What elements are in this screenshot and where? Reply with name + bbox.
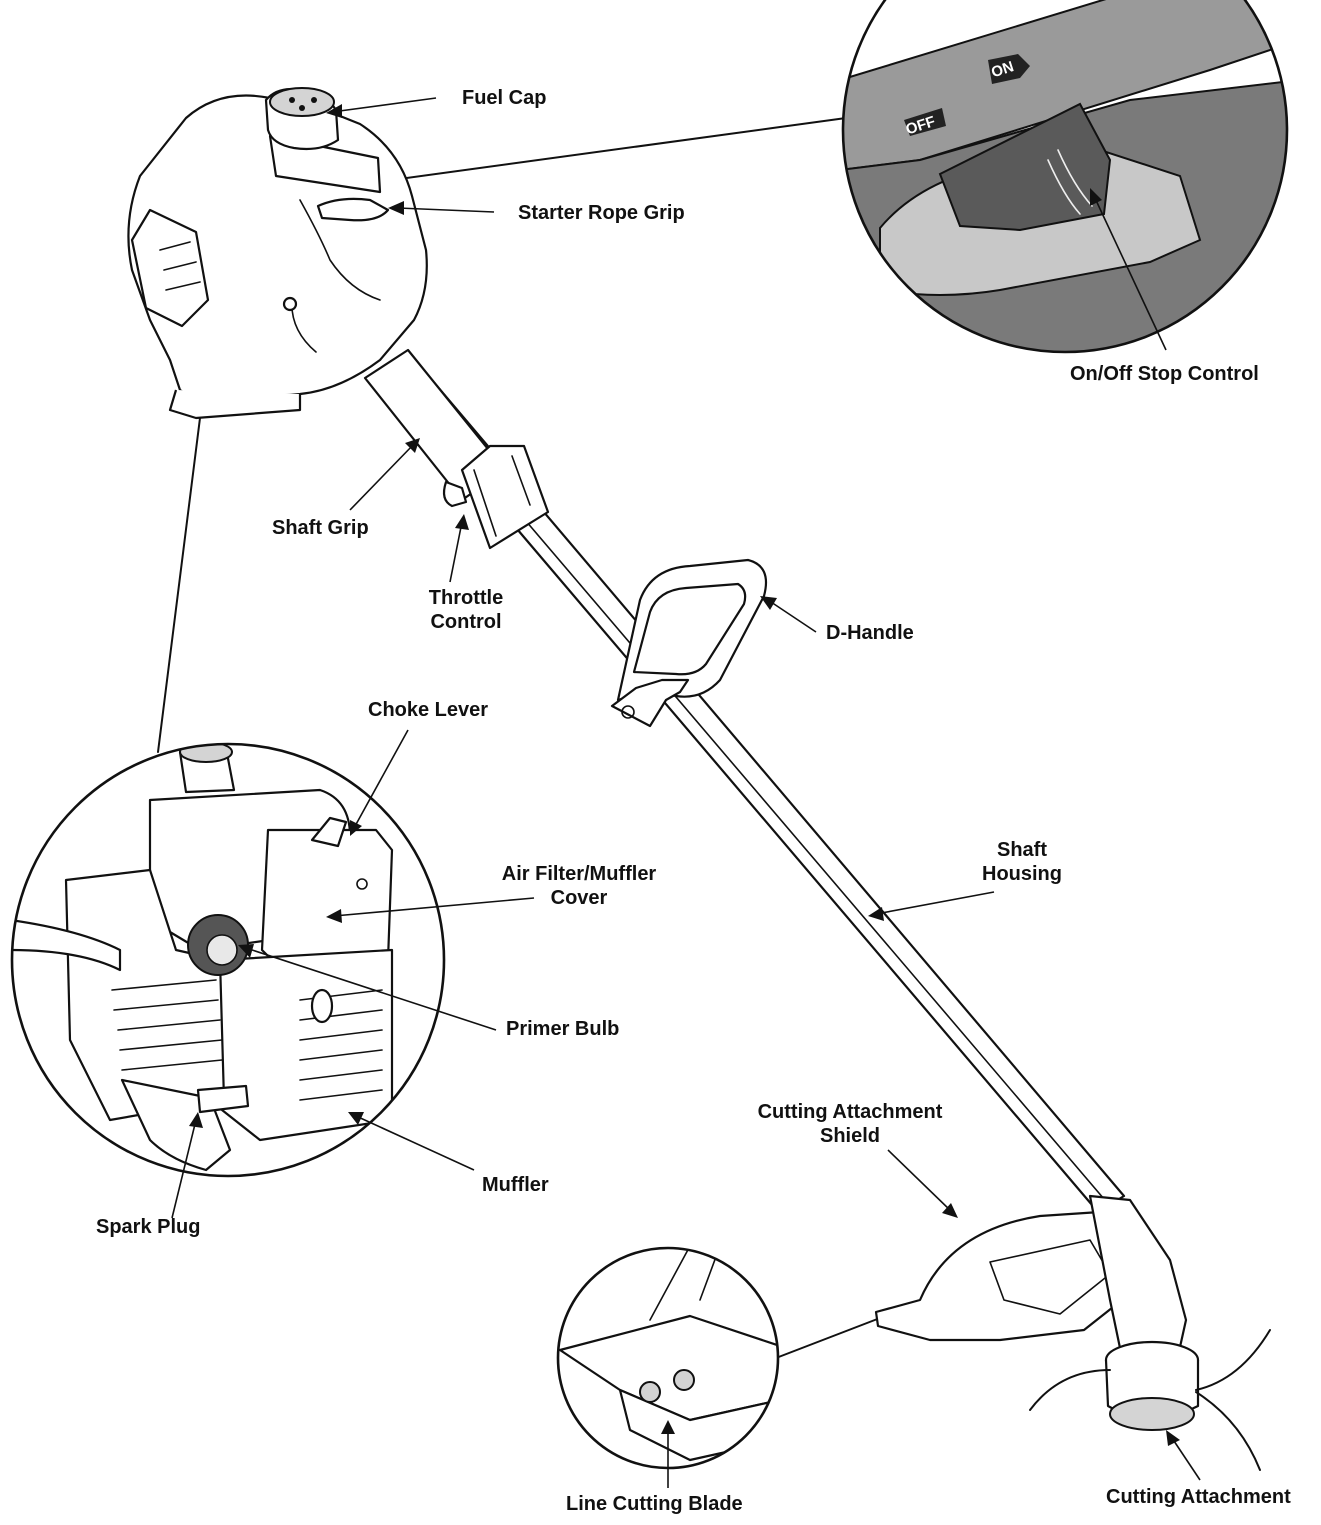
d-handle: [610, 558, 768, 728]
label-primer-bulb: Primer Bulb: [506, 1018, 620, 1040]
label-cutting-attachment: Cutting Attachment: [1106, 1486, 1291, 1508]
on-marking: ON: [989, 58, 1016, 81]
label-shield-line1: Cutting Attachment: [757, 1101, 943, 1123]
label-air-filter-line1: Air Filter/Muffler: [501, 863, 657, 885]
label-cutting-attachment-shield: Cutting Attachment Shield: [740, 1100, 960, 1148]
label-shield-line2: Shield: [819, 1125, 880, 1147]
cutting-head: [874, 1194, 1271, 1471]
label-air-filter-line2: Cover: [550, 887, 608, 909]
blade-detail-circle: [556, 1246, 780, 1470]
label-shaft-housing-line2: Housing: [982, 863, 1062, 885]
label-throttle-control-line2: Control: [430, 611, 502, 633]
label-fuel-cap: Fuel Cap: [462, 87, 547, 109]
label-on-off-stop-control: On/Off Stop Control: [1070, 363, 1259, 385]
label-shaft-housing-line1: Shaft: [997, 839, 1047, 861]
label-d-handle: D-Handle: [826, 622, 914, 644]
on-off-detail-circle: OFF ON: [841, 0, 1289, 354]
label-muffler: Muffler: [482, 1174, 549, 1196]
label-shaft-grip: Shaft Grip: [272, 517, 369, 539]
label-spark-plug: Spark Plug: [96, 1216, 201, 1238]
engine-detail-circle: [10, 742, 446, 1178]
detail-connector-lines: [157, 117, 881, 1359]
label-starter-rope-grip: Starter Rope Grip: [518, 202, 685, 224]
label-throttle-control-line1: Throttle: [428, 587, 504, 609]
shaft-grip: [363, 348, 550, 550]
label-throttle-control: Throttle Control: [414, 586, 518, 634]
label-air-filter-muffler-cover: Air Filter/Muffler Cover: [488, 862, 670, 910]
label-shaft-housing: Shaft Housing: [972, 838, 1072, 886]
label-choke-lever: Choke Lever: [368, 699, 489, 721]
leader-lines: [171, 97, 1201, 1488]
engine-housing: [127, 87, 428, 420]
label-line-cutting-blade: Line Cutting Blade: [566, 1493, 743, 1515]
